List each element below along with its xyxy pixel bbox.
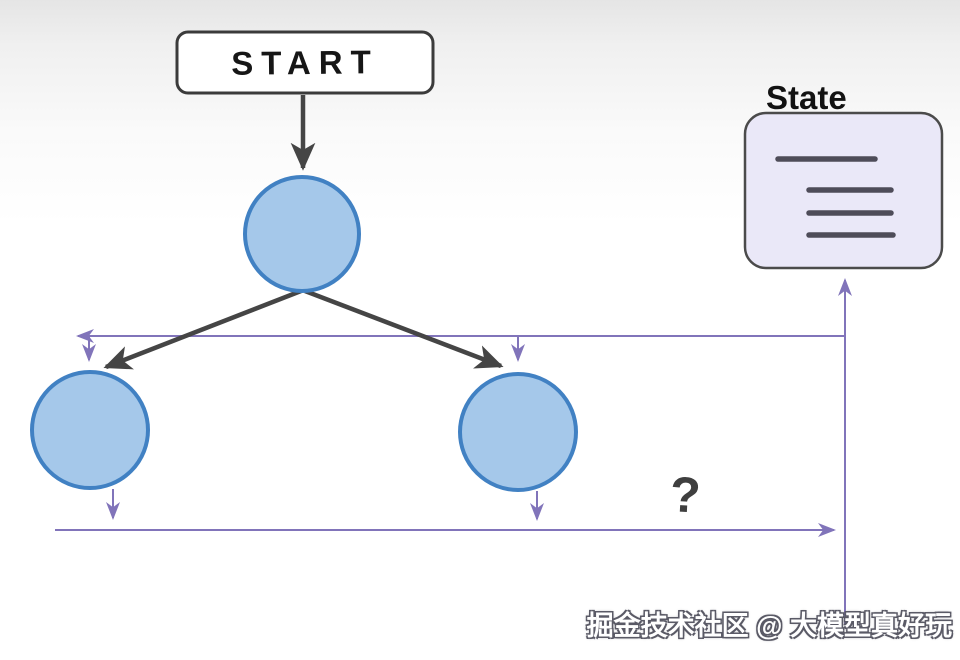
root-node bbox=[243, 175, 361, 293]
start-label: START bbox=[231, 42, 379, 82]
root-to-left-edge bbox=[103, 288, 302, 370]
root-to-right-edge bbox=[304, 288, 504, 369]
start-box bbox=[175, 30, 435, 95]
state-label: State bbox=[766, 79, 847, 116]
left-node bbox=[30, 370, 150, 490]
question-mark: ? bbox=[668, 466, 702, 524]
right-node bbox=[458, 372, 578, 492]
watermark: 掘金技术社区 @ 大模型真好玩 bbox=[586, 611, 952, 641]
